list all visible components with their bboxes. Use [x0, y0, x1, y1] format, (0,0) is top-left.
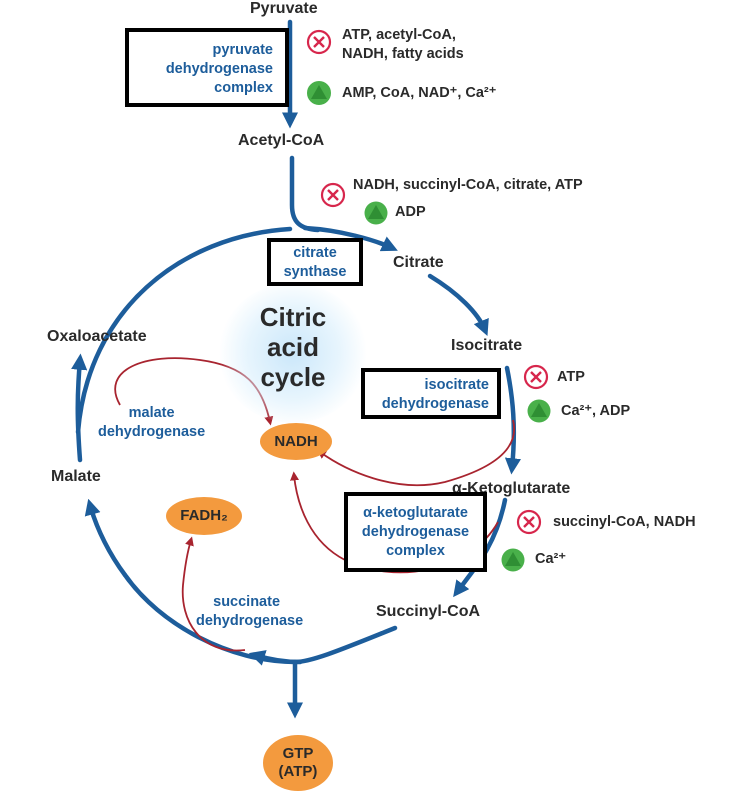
- activate-triangle-icon: [307, 81, 331, 105]
- arc-citrate-to-isocitrate: [427, 273, 489, 336]
- idh-activators-label: Ca²⁺, ADP: [561, 403, 631, 419]
- inhibit-circle-x-icon: [516, 509, 542, 535]
- gtp-label: GTP: [282, 745, 314, 762]
- atp-label: (ATP): [278, 763, 318, 780]
- arrow-acetylcoa-into-cycle: [289, 155, 321, 233]
- title-line-3: cycle: [260, 362, 326, 392]
- enzyme-label-line: complex: [214, 80, 273, 96]
- diagram-title: Citric acid cycle: [243, 302, 343, 392]
- metabolite-malate: Malate: [51, 468, 101, 485]
- enzyme-label-line: succinate: [213, 594, 281, 610]
- inhibit-circle-x-icon: [523, 364, 549, 390]
- arc-malate-to-oxaloacetate: [71, 353, 88, 463]
- enzyme-box-pdh: pyruvate dehydrogenase complex: [125, 28, 289, 107]
- regulator-line: NADH, fatty acids: [342, 46, 464, 62]
- metabolite-oxaloacetate: Oxaloacetate: [47, 328, 147, 345]
- akgdh-activators-label: Ca²⁺: [535, 551, 567, 567]
- inhibit-circle-x-icon: [320, 182, 346, 208]
- enzyme-label-line: dehydrogenase: [381, 396, 489, 412]
- enzyme-label-line: dehydrogenase: [361, 524, 470, 540]
- idh-inhibitors-label: ATP: [557, 369, 585, 385]
- enzyme-label-line: malate: [128, 405, 175, 421]
- title-glow: [218, 283, 368, 423]
- cs-activators-label: ADP: [395, 204, 426, 220]
- metabolite-pyruvate: Pyruvate: [250, 0, 318, 17]
- enzyme-box-isocitrate-dehydrogenase: isocitrate dehydrogenase: [361, 368, 501, 419]
- pdh-activators-label: AMP, CoA, NAD⁺, Ca²⁺: [342, 85, 497, 101]
- enzyme-label-line: synthase: [283, 264, 347, 280]
- enzyme-box-akg-dehydrogenase: α-ketoglutarate dehydrogenase complex: [344, 492, 487, 572]
- red-isocitrate-to-nadh: [317, 419, 516, 487]
- metabolite-acetyl-coa: Acetyl-CoA: [238, 132, 325, 149]
- red-succinate-to-fadh2: [181, 536, 246, 652]
- cofactor-fadh2: FADH₂: [166, 497, 242, 535]
- enzyme-succinate-dehydrogenase: succinate dehydrogenase: [190, 593, 303, 631]
- enzyme-label-line: dehydrogenase: [98, 424, 206, 440]
- pdh-inhibitors-label: ATP, acetyl-CoA, NADH, fatty acids: [342, 26, 464, 64]
- metabolite-succinyl-coa: Succinyl-CoA: [376, 603, 481, 620]
- enzyme-label-line: α-ketoglutarate: [363, 505, 468, 521]
- arc-arrow-left: [84, 498, 128, 578]
- akgdh-inhibitors-label: succinyl-CoA, NADH: [553, 514, 696, 530]
- arc-isocitrate-to-akg: [504, 365, 522, 475]
- cofactor-nadh: NADH: [260, 423, 332, 460]
- title-line-2: acid: [266, 332, 320, 362]
- enzyme-label-line: dehydrogenase: [165, 61, 273, 77]
- enzyme-label-line: isocitrate: [424, 377, 489, 393]
- title-line-1: Citric: [259, 302, 327, 332]
- activate-triangle-icon: [527, 399, 551, 423]
- enzyme-label-line: dehydrogenase: [196, 613, 304, 629]
- cofactor-gtp: GTP (ATP): [263, 735, 333, 791]
- enzyme-malate-dehydrogenase: malate dehydrogenase: [98, 404, 205, 442]
- arc-oxaloacetate-to-citrate: [75, 226, 293, 435]
- cs-inhibitors-label: NADH, succinyl-CoA, citrate, ATP: [353, 177, 583, 193]
- metabolite-citrate: Citrate: [393, 254, 444, 271]
- metabolite-isocitrate: Isocitrate: [451, 337, 523, 354]
- enzyme-box-citrate-synthase: citrate synthase: [267, 238, 363, 286]
- regulator-line: ATP, acetyl-CoA,: [342, 27, 456, 43]
- enzyme-label-line: complex: [386, 543, 445, 559]
- activate-triangle-icon: [501, 548, 525, 572]
- enzyme-label-line: pyruvate: [212, 42, 273, 58]
- activate-triangle-icon: [364, 201, 388, 225]
- inhibit-circle-x-icon: [306, 29, 332, 55]
- enzyme-label-line: citrate: [293, 245, 337, 261]
